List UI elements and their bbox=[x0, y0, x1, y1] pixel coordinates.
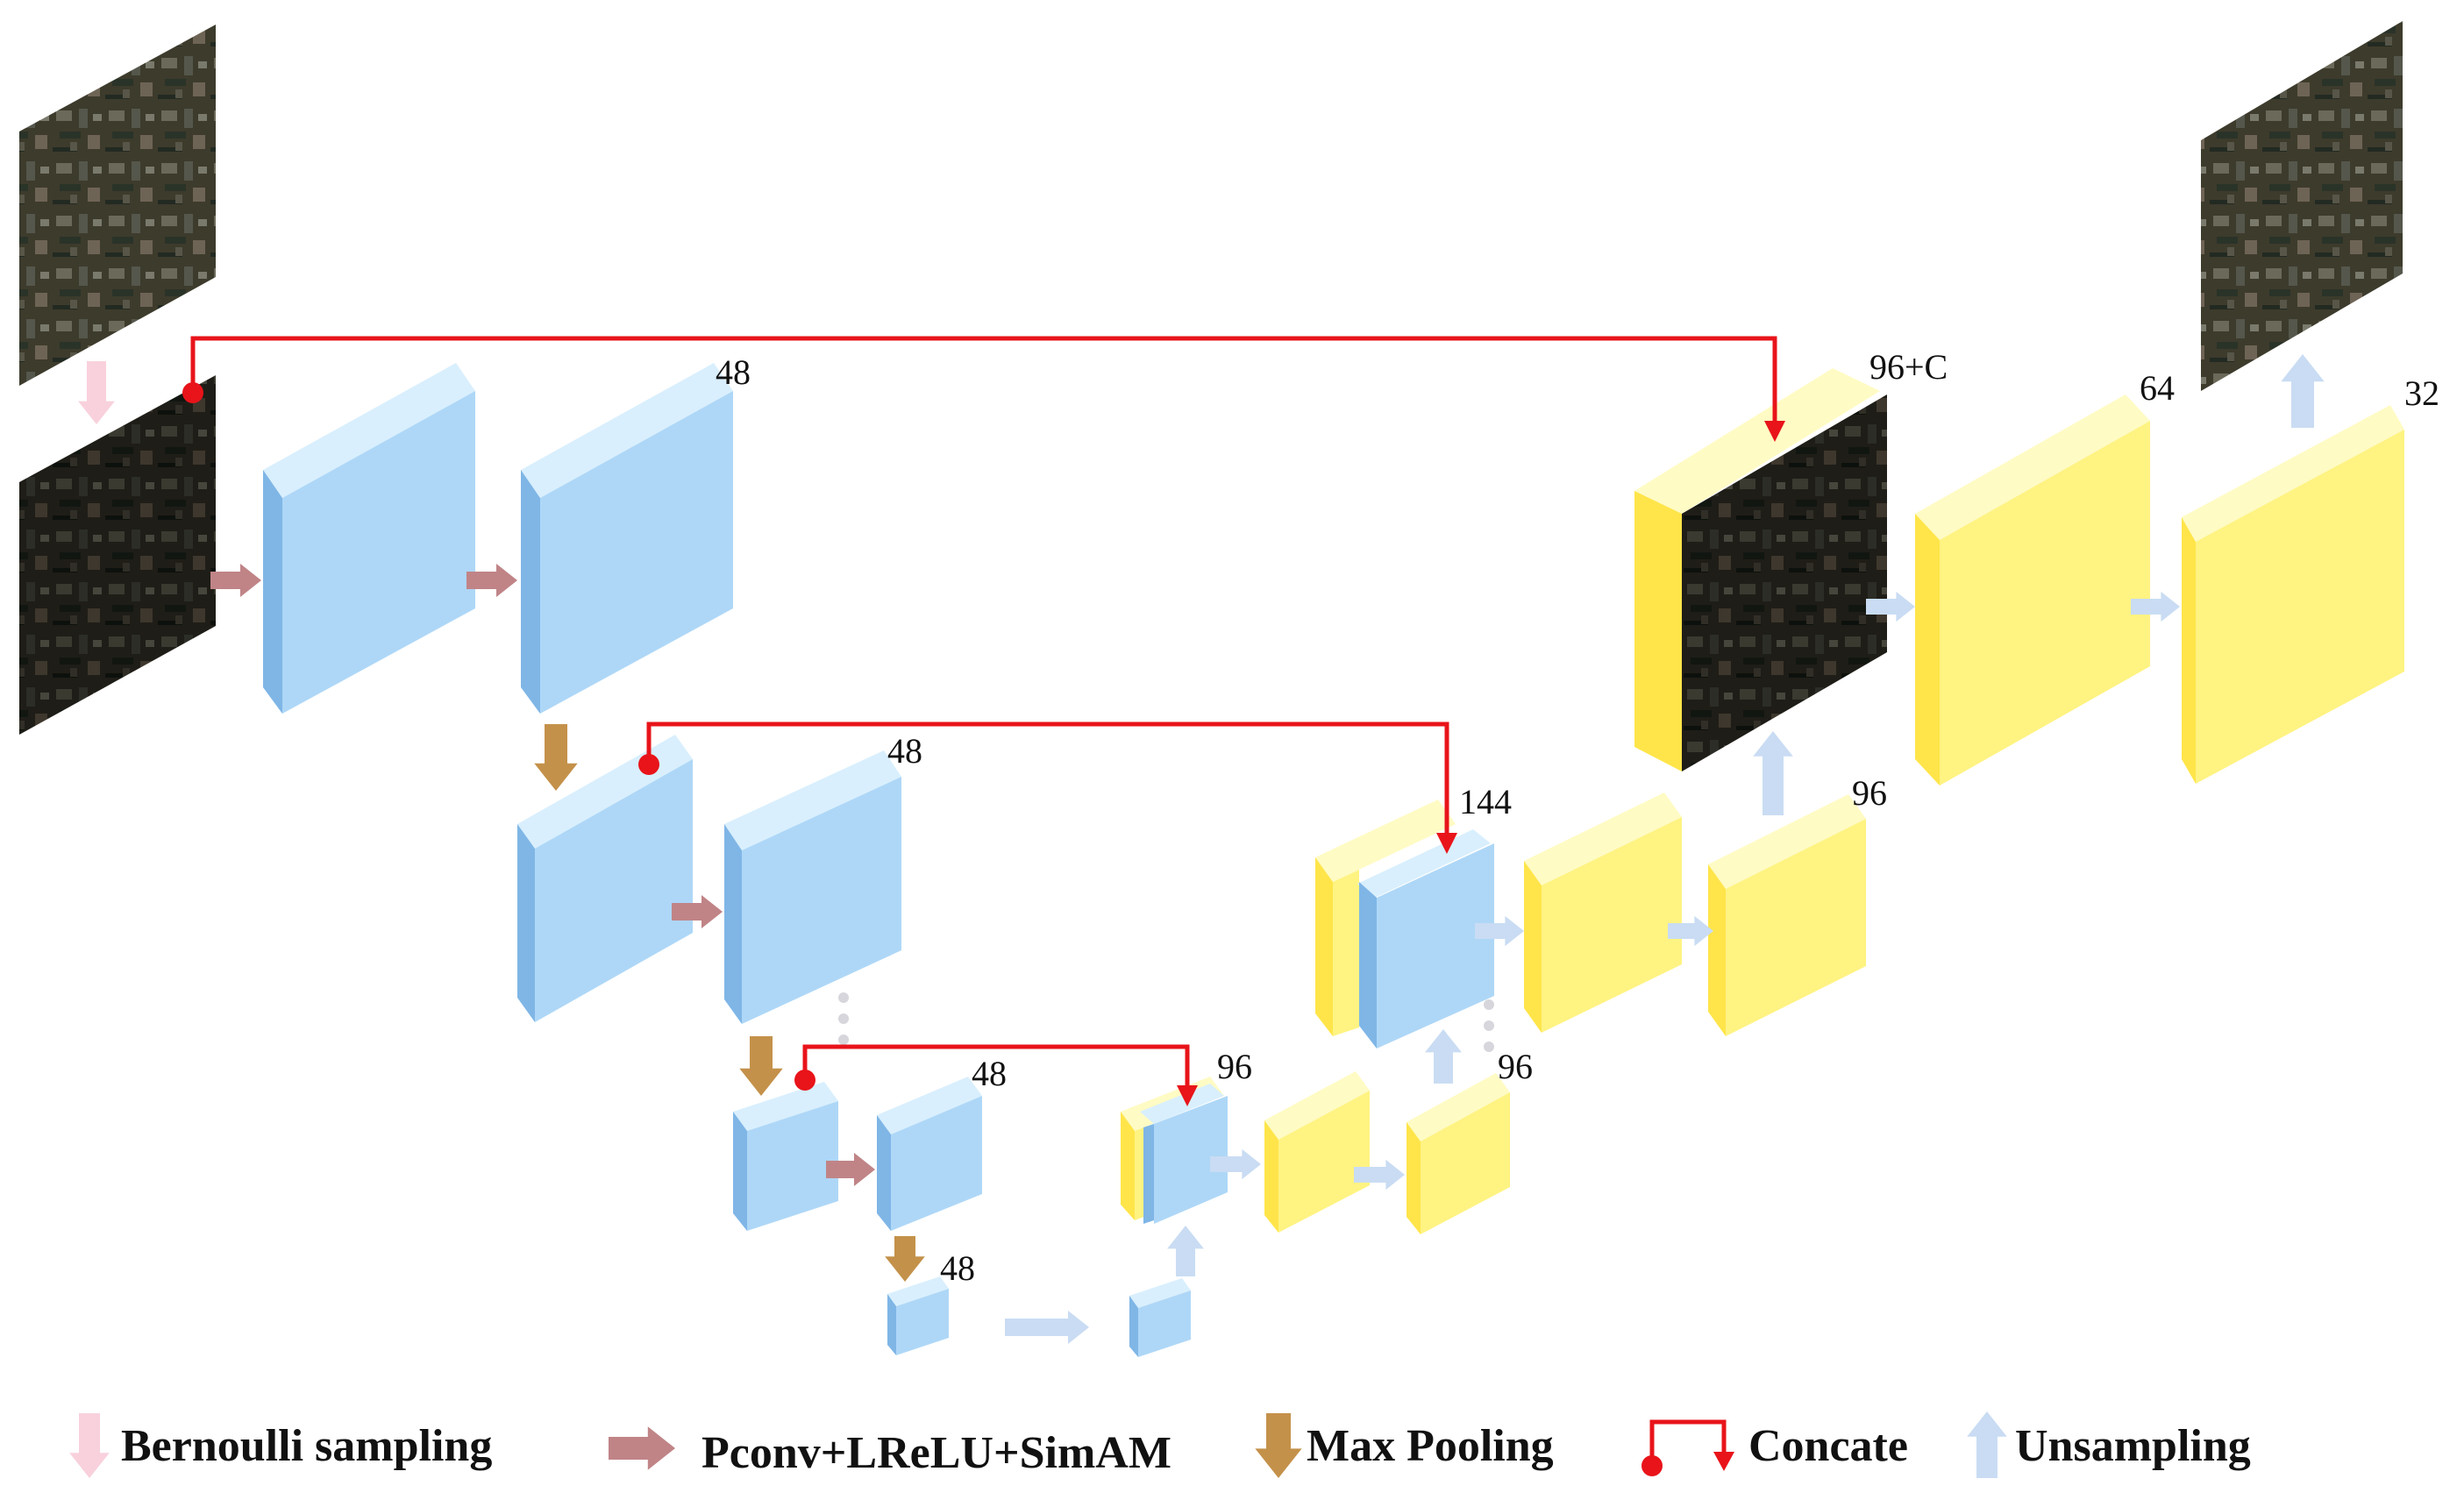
label-dec3: 96 bbox=[1498, 1047, 1533, 1086]
dec1-arrow-2 bbox=[2131, 591, 2180, 622]
pool-arrow-3 bbox=[885, 1236, 925, 1282]
dec3-arrow-2 bbox=[1354, 1159, 1405, 1191]
enc1-block-a bbox=[263, 363, 475, 714]
bernoulli-arrow bbox=[78, 361, 115, 424]
dec3-block-a bbox=[1264, 1071, 1370, 1233]
enc3-block-a bbox=[733, 1082, 838, 1231]
label-dec1-concat: 96+C bbox=[1869, 347, 1948, 387]
legend: Bernoulli sampling Pconv+LReLU+SimAM Max… bbox=[69, 1411, 2251, 1478]
bottleneck-block-b bbox=[1129, 1278, 1191, 1357]
enc3-block-b bbox=[877, 1077, 982, 1231]
label-enc2: 48 bbox=[887, 731, 922, 771]
dec1-concat-block bbox=[1634, 368, 1880, 771]
dec2-arrow-1 bbox=[1475, 915, 1524, 947]
skip-connections bbox=[182, 336, 1785, 1106]
pconv-arrow-2 bbox=[466, 564, 517, 597]
dec1-block-a bbox=[1915, 395, 2150, 785]
dec1-arrow-1 bbox=[1866, 591, 1915, 622]
legend-pool-label: Max Pooling bbox=[1307, 1421, 1554, 1471]
bottleneck-arrow bbox=[1005, 1311, 1089, 1344]
legend-pconv-icon bbox=[609, 1426, 675, 1470]
pconv-arrow-4 bbox=[826, 1153, 875, 1186]
dec2-arrow-2 bbox=[1668, 915, 1713, 947]
pconv-arrow-1 bbox=[210, 564, 261, 597]
skip-connection-1 bbox=[182, 336, 1785, 442]
legend-pool-icon bbox=[1255, 1413, 1302, 1478]
label-enc3: 48 bbox=[972, 1054, 1007, 1093]
label-dec2-concat: 144 bbox=[1459, 782, 1512, 821]
legend-up-icon bbox=[1967, 1411, 2007, 1478]
skip-connection-3 bbox=[794, 1044, 1198, 1106]
pconv-arrow-3 bbox=[672, 895, 723, 928]
input-image bbox=[19, 25, 216, 386]
label-enc1: 48 bbox=[716, 352, 751, 392]
flow-arrows bbox=[78, 354, 2325, 1344]
enc2-block-a bbox=[517, 735, 693, 1022]
enc2-block-b bbox=[724, 750, 901, 1024]
legend-concat-icon bbox=[1641, 1419, 1734, 1476]
dec2-concat-block bbox=[1315, 800, 1494, 1049]
dec3-block-b bbox=[1406, 1073, 1510, 1234]
label-bottleneck: 48 bbox=[940, 1248, 975, 1288]
label-dec3-concat: 96 bbox=[1217, 1047, 1252, 1086]
pool-arrow-1 bbox=[534, 724, 578, 791]
pool-arrow-2 bbox=[739, 1036, 783, 1096]
legend-bernoulli-label: Bernoulli sampling bbox=[121, 1421, 492, 1471]
dec3-arrow-1 bbox=[1210, 1148, 1261, 1180]
dec2-block-b bbox=[1708, 794, 1866, 1036]
label-dec1-a: 64 bbox=[2140, 368, 2175, 408]
legend-pconv-label: Pconv+LReLU+SimAM bbox=[701, 1428, 1171, 1478]
legend-up-label: Unsampling bbox=[2015, 1421, 2251, 1471]
label-dec1-b: 32 bbox=[2404, 373, 2439, 413]
legend-concat-label: Concate bbox=[1748, 1421, 1908, 1471]
dotted-connector-left bbox=[838, 992, 849, 1045]
up-arrow-3 bbox=[1753, 731, 1793, 815]
up-arrow-1 bbox=[1167, 1226, 1204, 1276]
concat-image bbox=[1682, 395, 1887, 771]
skip-connection-2 bbox=[638, 722, 1457, 854]
dotted-connector-right bbox=[1484, 999, 1494, 1052]
bottleneck-block-a bbox=[887, 1276, 949, 1355]
dec2-block-a bbox=[1524, 793, 1682, 1033]
enc1-block-b bbox=[521, 363, 733, 714]
masked-input-image bbox=[19, 375, 216, 735]
up-arrow-2 bbox=[1425, 1029, 1462, 1084]
legend-bernoulli-icon bbox=[69, 1413, 110, 1478]
up-arrow-4 bbox=[2281, 354, 2325, 428]
output-image bbox=[2201, 21, 2403, 391]
dec1-block-b bbox=[2182, 405, 2404, 784]
dec3-concat-block bbox=[1121, 1077, 1228, 1224]
label-dec2: 96 bbox=[1852, 773, 1887, 813]
